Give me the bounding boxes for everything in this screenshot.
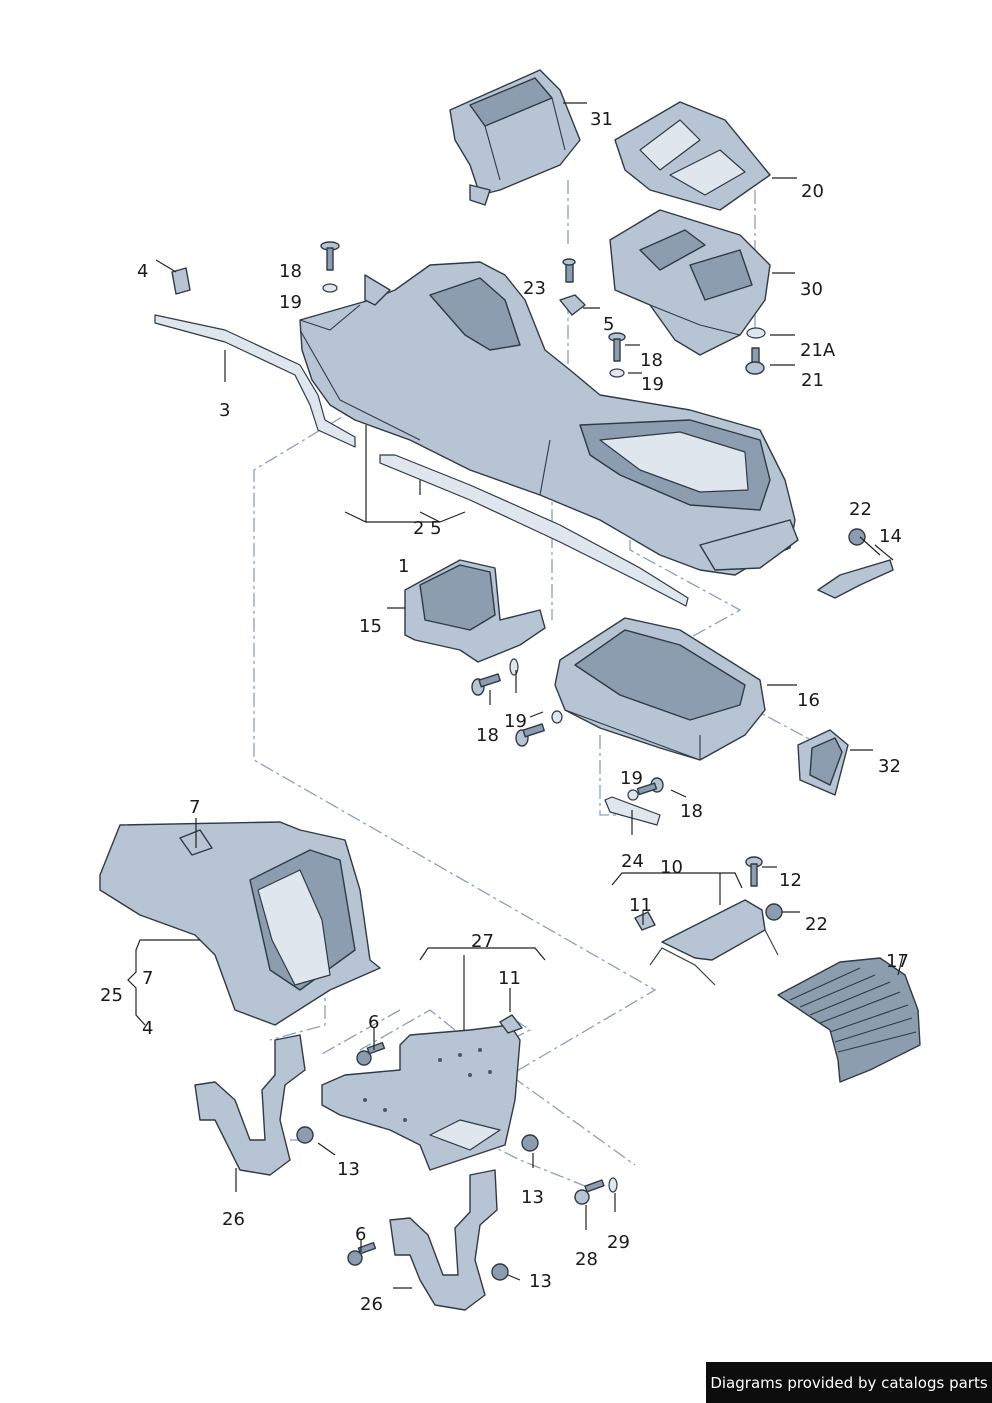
part-lower-trim-strip xyxy=(379,454,689,607)
label-25: 25 xyxy=(100,985,123,1006)
label-19-b: 19 xyxy=(641,374,664,395)
part-20-trim-frame xyxy=(614,101,771,211)
label-30: 30 xyxy=(800,279,823,300)
part-14-bracket xyxy=(817,559,894,599)
label-1: 1 xyxy=(398,556,409,577)
label-18-d: 18 xyxy=(680,801,703,822)
label-26-a: 26 xyxy=(222,1209,245,1230)
label-19-d: 19 xyxy=(620,768,643,789)
label-6-a: 6 xyxy=(368,1012,379,1033)
label-27: 27 xyxy=(471,931,494,952)
label-7-bottom: 7 xyxy=(142,968,153,989)
label-22-a: 22 xyxy=(849,499,872,520)
label-28: 28 xyxy=(575,1249,598,1270)
label-14: 14 xyxy=(879,526,902,547)
label-18-b: 18 xyxy=(640,350,663,371)
part-30-cup-holder xyxy=(609,209,771,356)
label-13-b: 13 xyxy=(521,1187,544,1208)
label-13-c: 13 xyxy=(529,1271,552,1292)
part-27-support-frame xyxy=(321,1024,521,1171)
label-29: 29 xyxy=(607,1232,630,1253)
part-18-19-screws-box xyxy=(471,658,563,747)
part-10-bracket xyxy=(634,899,779,986)
label-15: 15 xyxy=(359,616,382,637)
part-32-cover xyxy=(797,729,849,796)
part-3-trim-strip xyxy=(154,314,356,448)
label-4-bottom: 4 xyxy=(142,1018,153,1039)
part-31-vent-housing xyxy=(449,69,581,206)
label-20: 20 xyxy=(801,181,824,202)
label-17: 17 xyxy=(886,951,909,972)
label-12: 12 xyxy=(779,870,802,891)
label-31: 31 xyxy=(590,109,613,130)
part-4-clip xyxy=(171,267,191,295)
label-26-b: 26 xyxy=(360,1294,383,1315)
part-13-nuts xyxy=(296,1126,539,1281)
label-5: 5 xyxy=(603,314,614,335)
part-23-5-screw-clip xyxy=(559,258,586,316)
label-22-b: 22 xyxy=(805,914,828,935)
part-number-labels: 31 20 30 21A 21 23 5 18 19 4 18 19 3 2 5… xyxy=(100,109,909,1315)
label-32: 32 xyxy=(878,756,901,777)
label-18-c: 18 xyxy=(476,725,499,746)
label-21: 21 xyxy=(801,370,824,391)
main-center-console xyxy=(299,261,799,576)
label-24: 24 xyxy=(621,851,644,872)
label-2-5: 2 5 xyxy=(413,518,442,539)
part-25-rear-console xyxy=(99,821,381,1026)
part-22-nut xyxy=(848,528,866,546)
part-11-clip-lower xyxy=(499,1014,523,1034)
label-11-b: 11 xyxy=(498,968,521,989)
watermark-banner: Diagrams provided by catalogs parts xyxy=(706,1362,992,1403)
part-16-storage-tray xyxy=(554,617,766,761)
label-19-c: 19 xyxy=(504,711,527,732)
part-6-screw-lower xyxy=(347,1241,377,1266)
label-18-a: 18 xyxy=(279,261,302,282)
label-19-a: 19 xyxy=(279,292,302,313)
part-18-19-screw-middle xyxy=(608,332,626,378)
label-16: 16 xyxy=(797,690,820,711)
part-26-bracket-left xyxy=(194,1034,306,1176)
leader-lines xyxy=(127,102,904,1289)
part-17-roller-cover xyxy=(777,957,921,1083)
label-7-top: 7 xyxy=(189,797,200,818)
label-3: 3 xyxy=(219,400,230,421)
label-10: 10 xyxy=(660,857,683,878)
label-13-a: 13 xyxy=(337,1159,360,1180)
part-26-bracket-right xyxy=(389,1169,498,1311)
part-21-21a-screw-washer xyxy=(745,327,766,375)
label-4-top: 4 xyxy=(137,261,148,282)
label-11-a: 11 xyxy=(629,895,652,916)
label-23: 23 xyxy=(523,278,546,299)
part-12-22-screw-nut xyxy=(745,856,783,921)
part-18-19-screw-top xyxy=(320,241,340,293)
label-6-b: 6 xyxy=(355,1224,366,1245)
part-6-screw-upper xyxy=(356,1041,386,1066)
label-21a: 21A xyxy=(800,340,836,361)
part-15-box xyxy=(404,559,546,663)
part-28-29-screw-washer xyxy=(574,1177,618,1205)
